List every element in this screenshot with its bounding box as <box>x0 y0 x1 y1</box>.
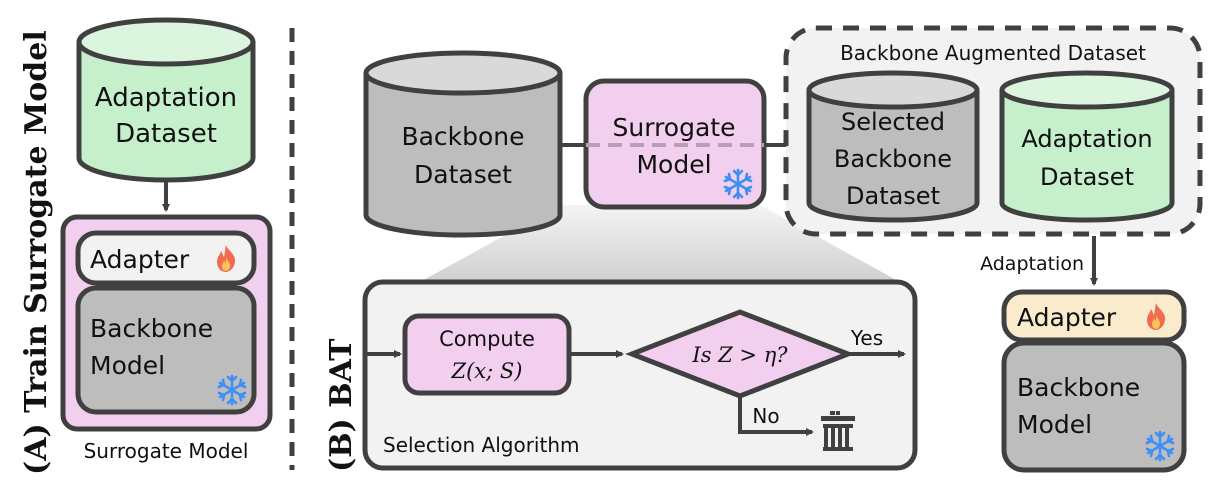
augmented-group-title: Backbone Augmented Dataset <box>840 41 1146 65</box>
panel-b: (B) BAT Backbone Dataset Surrogate Model… <box>324 25 1203 473</box>
adaptation-dataset-b-label-line1: Adaptation <box>1021 125 1152 153</box>
surrogate-model-caption: Surrogate Model <box>84 439 249 463</box>
backbone-dataset-label-line1: Backbone <box>401 122 524 151</box>
backbone-model-final-label-line2: Model <box>1017 410 1092 439</box>
adaptation-dataset-cylinder: Adaptation Dataset <box>76 17 256 183</box>
no-label: No <box>752 404 779 428</box>
backbone-model-label-line2: Model <box>90 351 165 380</box>
adapter-block <box>75 230 257 286</box>
backbone-model-block <box>75 285 257 415</box>
adaptation-edge-label: Adaptation <box>980 253 1084 275</box>
adapter-block-final <box>1001 289 1187 343</box>
arrow-no <box>738 396 814 436</box>
surrogate-model-label-line2: Model <box>636 150 711 179</box>
backbone-dataset-cylinder: Backbone Dataset <box>363 50 563 238</box>
yes-label: Yes <box>850 326 883 350</box>
final-model-stack: Adapter Backbone Model <box>1001 289 1187 473</box>
panel-a: (A) Train Surrogate Model Adaptation Dat… <box>19 17 273 475</box>
compute-label-line2: Z(x; S) <box>451 359 523 383</box>
backbone-dataset-label-line2: Dataset <box>414 160 512 189</box>
compute-label-line1: Compute <box>439 327 535 351</box>
panel-b-side-label: (B) BAT <box>324 338 359 472</box>
surrogate-model-label-line1: Surrogate <box>613 113 736 142</box>
adaptation-dataset-cylinder-b: Adaptation Dataset <box>999 70 1175 223</box>
adaptation-dataset-label-line2: Dataset <box>115 119 217 149</box>
backbone-augmented-dataset-group: Backbone Augmented Dataset Selected Back… <box>783 25 1203 237</box>
selected-dataset-label-line2: Backbone <box>834 145 952 173</box>
decision-label: Is Z > η? <box>691 343 788 367</box>
adapter-label-final: Adapter <box>1017 303 1117 332</box>
selection-algorithm-title: Selection Algorithm <box>383 433 579 457</box>
selected-dataset-label-line1: Selected <box>841 108 945 136</box>
surrogate-model-box: Surrogate Model <box>583 78 767 210</box>
backbone-model-block-final <box>1001 340 1187 473</box>
selected-dataset-label-line3: Dataset <box>846 182 940 210</box>
trash-icon <box>821 411 855 451</box>
selection-algorithm-box: Selection Algorithm Compute Z(x; S) Is Z… <box>362 279 918 471</box>
backbone-model-label-line1: Backbone <box>90 314 213 343</box>
panel-a-side-label: (A) Train Surrogate Model <box>19 30 54 475</box>
backbone-model-final-label-line1: Backbone <box>1017 373 1140 402</box>
adaptation-dataset-b-label-line2: Dataset <box>1040 163 1134 191</box>
surrogate-model-container: Adapter Backbone Model <box>60 214 273 432</box>
adaptation-dataset-label-line1: Adaptation <box>95 83 237 113</box>
adapter-label: Adapter <box>90 245 190 274</box>
selected-backbone-dataset-cylinder: Selected Backbone Dataset <box>806 70 980 223</box>
